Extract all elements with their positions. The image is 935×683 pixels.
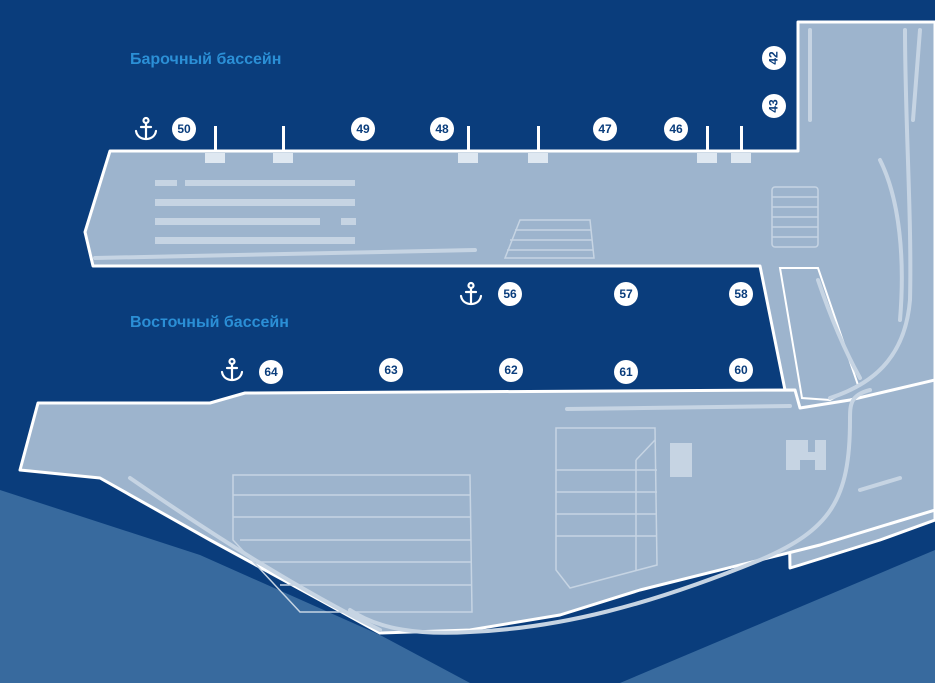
outer-water bbox=[0, 490, 470, 683]
lower-pier bbox=[18, 378, 935, 635]
upper-pier bbox=[83, 20, 935, 570]
basin-label-east: Восточный бассейн bbox=[130, 314, 289, 331]
berth-57[interactable]: 57 bbox=[614, 282, 638, 306]
buildings bbox=[670, 440, 826, 477]
berth-46[interactable]: 46 bbox=[664, 117, 688, 141]
berth-60[interactable]: 60 bbox=[729, 358, 753, 382]
anchor-icon bbox=[220, 357, 244, 382]
berth-47[interactable]: 47 bbox=[593, 117, 617, 141]
berth-56[interactable]: 56 bbox=[498, 282, 522, 306]
berth-62[interactable]: 62 bbox=[499, 358, 523, 382]
anchor-icon bbox=[134, 116, 158, 141]
anchor-icon bbox=[459, 281, 483, 306]
berth-63[interactable]: 63 bbox=[379, 358, 403, 382]
berth-50[interactable]: 50 bbox=[172, 117, 196, 141]
basin-label-north: Барочный бассейн bbox=[130, 51, 282, 68]
berth-49[interactable]: 49 bbox=[351, 117, 375, 141]
berth-42[interactable]: 42 bbox=[762, 46, 786, 70]
cranes bbox=[205, 126, 751, 163]
warehouse-stripes bbox=[155, 180, 356, 244]
berth-61[interactable]: 61 bbox=[614, 360, 638, 384]
outer-water-right bbox=[620, 550, 935, 683]
berth-48[interactable]: 48 bbox=[430, 117, 454, 141]
berth-58[interactable]: 58 bbox=[729, 282, 753, 306]
berth-64[interactable]: 64 bbox=[259, 360, 283, 384]
parking-grids bbox=[232, 186, 819, 613]
berth-43[interactable]: 43 bbox=[762, 94, 786, 118]
roads bbox=[93, 28, 922, 635]
